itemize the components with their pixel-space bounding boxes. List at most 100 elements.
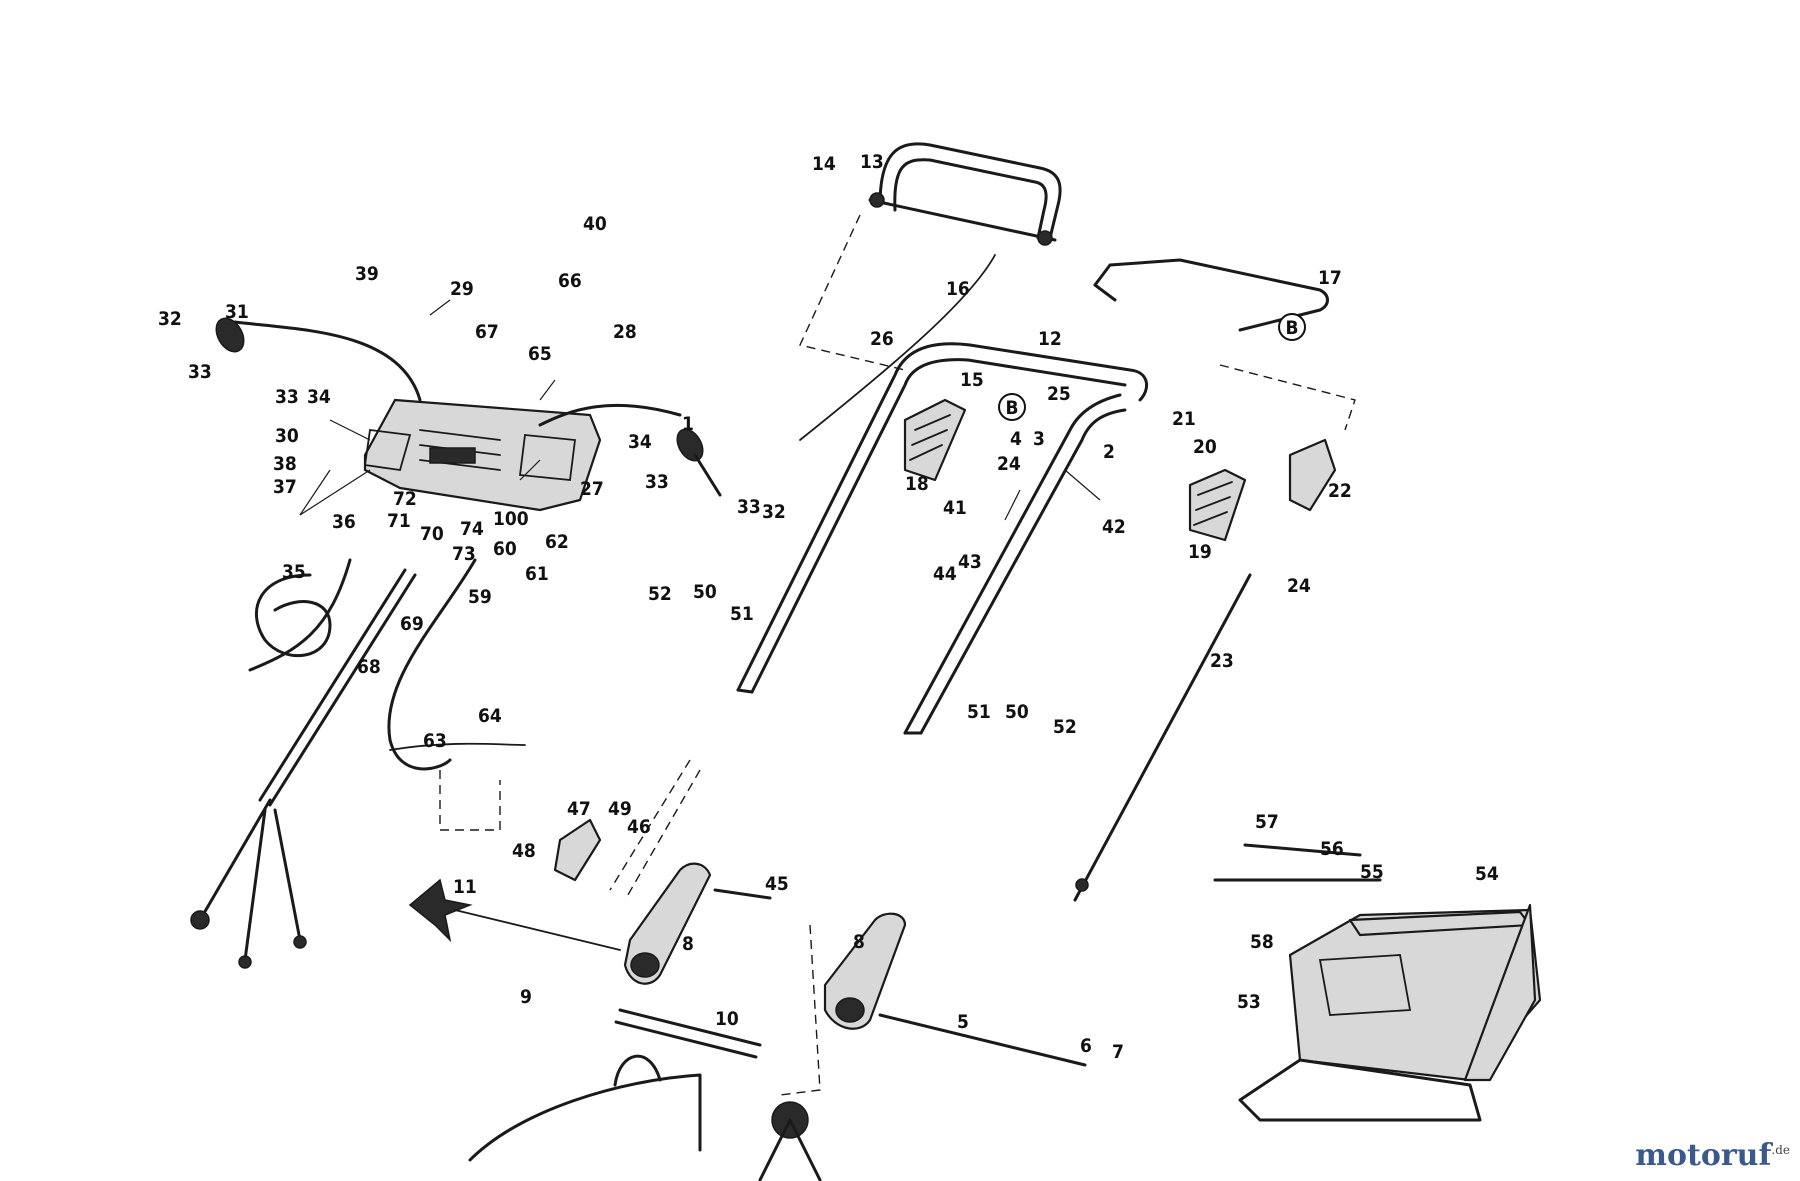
part-label-19: 19 [1188,541,1212,563]
part-label-34b: 34 [628,431,652,453]
part-label-22: 22 [1328,480,1352,502]
part-label-8b: 8 [853,931,865,953]
part-label-32b: 32 [762,501,786,523]
motoruf-watermark: motoruf.de [1635,1138,1790,1173]
part-label-65: 65 [528,343,552,365]
watermark-suffix: .de [1771,1143,1790,1157]
main-handle [736,342,1149,735]
part-label-38: 38 [273,453,297,475]
part-label-14: 14 [812,153,836,175]
part-label-30: 30 [275,425,299,447]
upper-handle [868,142,1062,246]
part-label-54: 54 [1475,863,1499,885]
part-label-56: 56 [1320,838,1344,860]
mower-deck [468,1054,822,1181]
leader-lines [299,299,1101,521]
part-label-51b: 51 [967,701,991,723]
watermark-text: motoruf [1635,1138,1772,1173]
part-label-32a: 32 [158,308,182,330]
part-label-16: 16 [946,278,970,300]
lever-1 [676,428,722,497]
part-label-37: 37 [273,476,297,498]
bracket-22 [1288,438,1337,512]
part-label-15: 15 [960,369,984,391]
cable-23 [1073,573,1252,902]
part-label-67: 67 [475,321,499,343]
part-label-43: 43 [958,551,982,573]
part-label-27: 27 [580,478,604,500]
part-labels: 1 2 3 4 5 6 7 8 8 9 10 11 12 13 14 15 16… [158,151,1499,1063]
cable-16 [799,254,996,441]
part-label-48: 48 [512,840,536,862]
part-label-8a: 8 [682,933,694,955]
reference-marker-b-2: B [998,393,1026,421]
svg-text:B: B [1285,317,1298,339]
part-label-41: 41 [943,497,967,519]
part-label-23: 23 [1210,650,1234,672]
part-label-24b: 24 [1287,575,1311,597]
part-label-39: 39 [355,263,379,285]
part-label-5: 5 [957,1011,969,1033]
reference-marker-b-1: B [1278,313,1306,341]
part-label-20: 20 [1193,436,1217,458]
svg-text:B: B [1005,397,1018,419]
part-label-36: 36 [332,511,356,533]
grass-catcher [1213,843,1542,1122]
part-label-59: 59 [468,586,492,608]
part-label-69: 69 [400,613,424,635]
part-label-33b: 33 [275,386,299,408]
part-label-13: 13 [860,151,884,173]
part-label-25: 25 [1047,383,1071,405]
part-label-60: 60 [493,538,517,560]
part-label-29: 29 [450,278,474,300]
part-label-33d: 33 [737,496,761,518]
part-label-62: 62 [545,531,569,553]
part-label-7: 7 [1112,1041,1124,1063]
part-label-68: 68 [357,656,381,678]
part-label-52a: 52 [648,583,672,605]
rod-10 [614,1008,762,1059]
part-label-49: 49 [608,798,632,820]
part-47 [553,818,602,882]
control-panel-housing [363,398,682,512]
part-label-52b: 52 [1053,716,1077,738]
wheel-arm-right [823,912,1087,1067]
part-label-66: 66 [558,270,582,292]
part-label-35: 35 [282,561,306,583]
part-label-40: 40 [583,213,607,235]
part-label-47: 47 [567,798,591,820]
rod-17 [1093,258,1329,332]
throttle-cable [190,568,417,969]
dashed-guides [439,214,1356,1096]
part-label-64: 64 [478,705,502,727]
part-label-44: 44 [933,563,957,585]
part-label-42: 42 [1102,516,1126,538]
part-label-63: 63 [423,730,447,752]
part-label-73: 73 [452,543,476,565]
part-label-28: 28 [613,321,637,343]
part-label-61: 61 [525,563,549,585]
part-label-50a: 50 [693,581,717,603]
part-label-71: 71 [387,510,411,532]
part-label-11: 11 [453,876,477,898]
part-label-51a: 51 [730,603,754,625]
part-label-33a: 33 [188,361,212,383]
part-label-45: 45 [765,873,789,895]
cable-coil [248,558,352,672]
part-label-17: 17 [1318,267,1342,289]
bracket-18 [903,398,967,482]
part-label-53: 53 [1237,991,1261,1013]
part-label-100: 100 [493,508,529,530]
part-label-10: 10 [715,1008,739,1030]
part-label-55: 55 [1360,861,1384,883]
part-label-1: 1 [682,413,694,435]
part-label-26: 26 [870,328,894,350]
cable-59 [387,558,526,771]
lever-cable [215,317,422,402]
part-label-18: 18 [905,473,929,495]
part-label-24a: 24 [997,453,1021,475]
part-label-57: 57 [1255,811,1279,833]
part-label-33c: 33 [645,471,669,493]
part-label-46: 46 [627,816,651,838]
